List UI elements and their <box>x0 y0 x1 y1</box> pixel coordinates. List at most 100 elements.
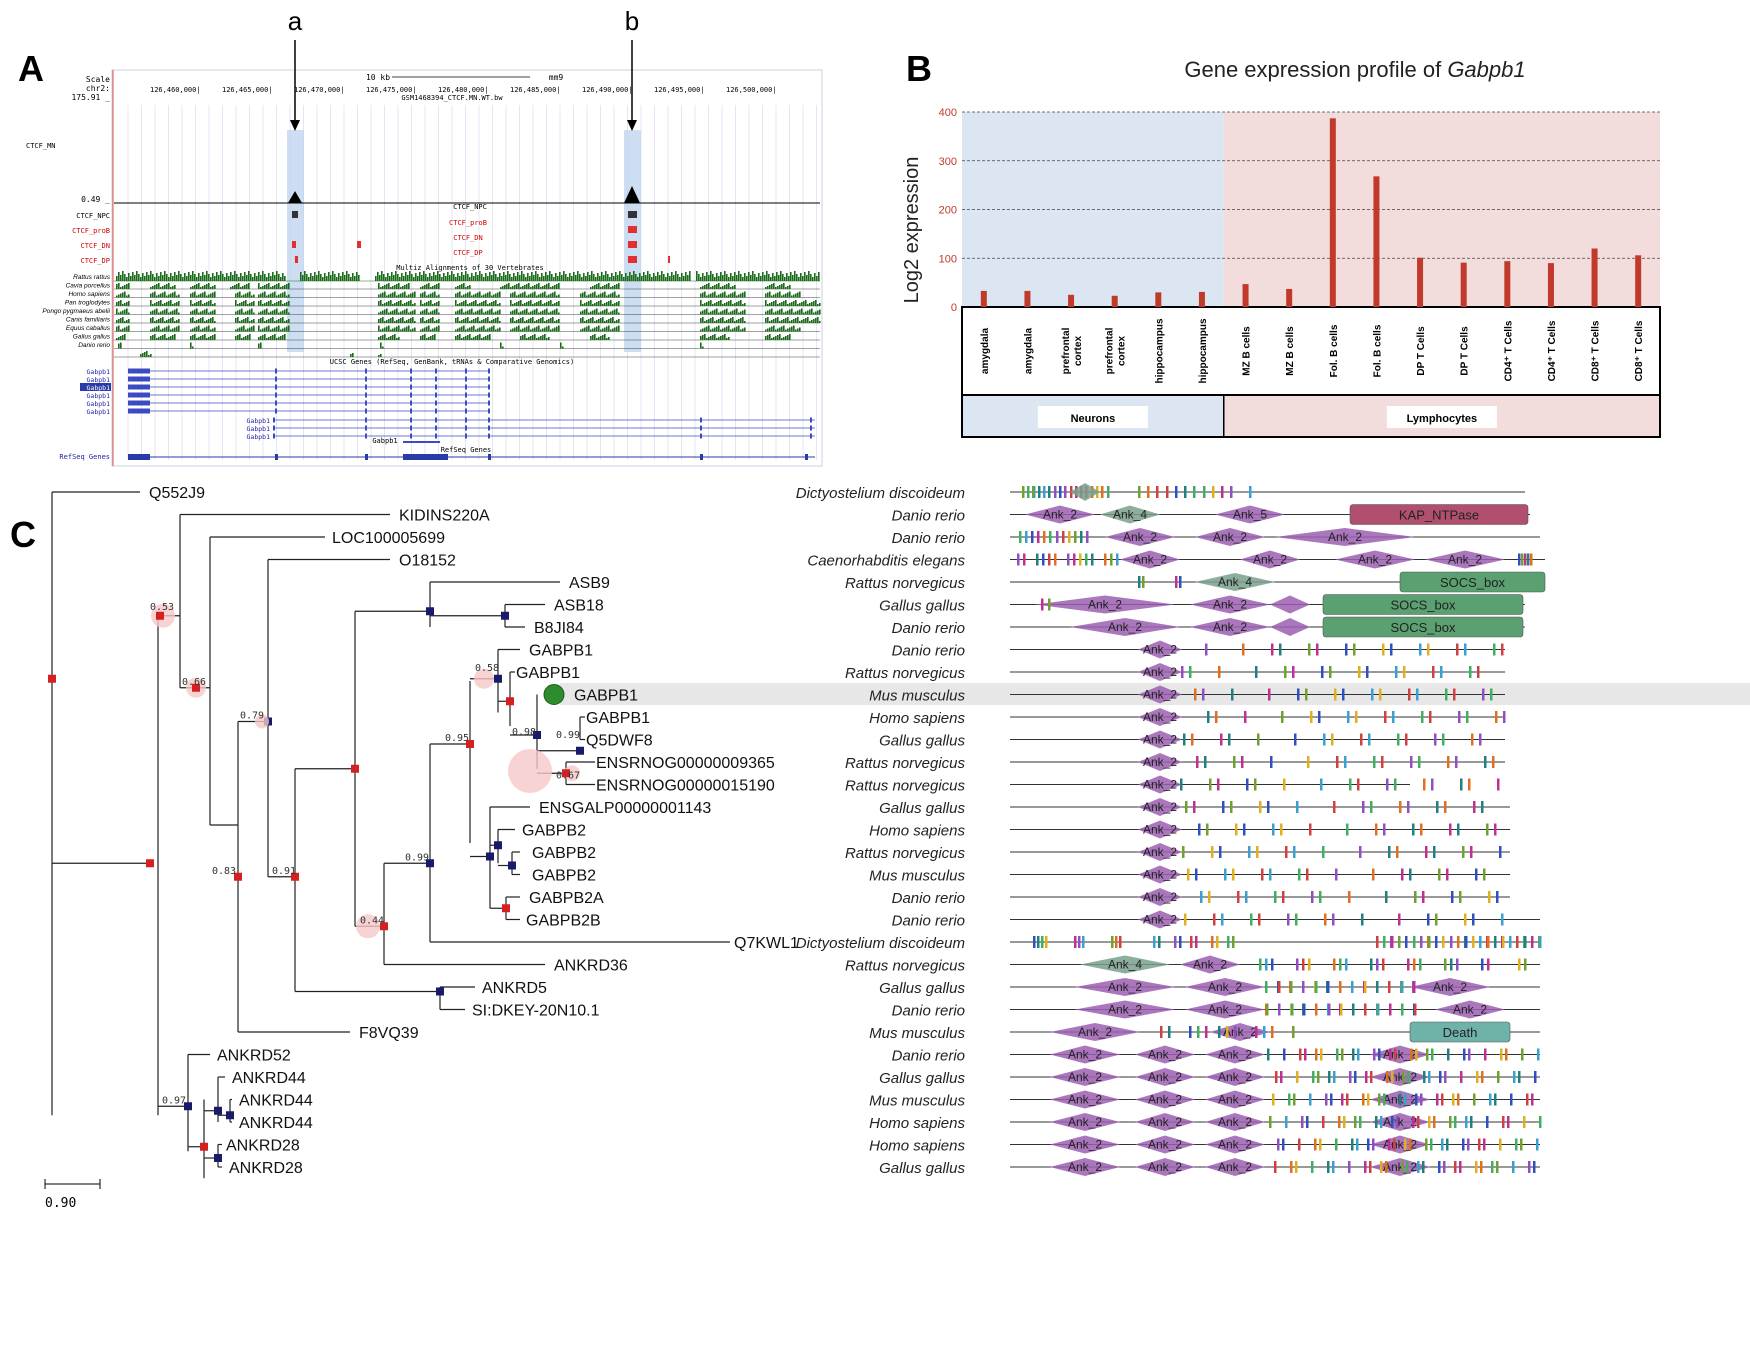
track-label: CTCF_proB <box>72 227 110 235</box>
motif-stripe <box>1226 1026 1229 1038</box>
motif-stripe <box>1246 778 1249 791</box>
motif-stripe <box>1513 1071 1516 1083</box>
motif-stripe <box>1432 666 1435 678</box>
category-box <box>1358 310 1395 392</box>
motif-stripe <box>1405 936 1408 948</box>
motif-stripe <box>1453 688 1456 701</box>
domain-label: Ank_2 <box>1143 688 1177 702</box>
motif-stripe <box>1402 1071 1405 1083</box>
motif-stripe <box>1283 1048 1286 1061</box>
motif-stripe <box>1526 1093 1529 1106</box>
bar <box>1286 288 1293 307</box>
motif-stripe <box>1475 1161 1478 1173</box>
motif-stripe <box>1392 711 1395 723</box>
motif-stripe <box>1284 666 1287 678</box>
tree-node <box>200 1142 208 1151</box>
domain-label: Ank_2 <box>1143 710 1177 724</box>
tree-node <box>501 611 509 620</box>
motif-stripe <box>1205 1026 1208 1038</box>
domain-label: Ank_2 <box>1108 980 1142 994</box>
tree-leaf-label: ANKRD52 <box>217 1048 291 1065</box>
motif-stripe <box>1354 1071 1357 1083</box>
motif-stripe <box>1539 936 1542 948</box>
motif-stripe <box>1294 733 1297 746</box>
motif-stripe <box>1274 891 1277 903</box>
motif-stripe <box>1323 733 1326 746</box>
motif-stripe <box>1319 1138 1322 1151</box>
motif-stripe <box>1241 756 1244 768</box>
motif-stripe <box>1352 1048 1355 1061</box>
motif-stripe <box>1327 1161 1330 1173</box>
category-label: CD4⁺ T Cells <box>1547 320 1558 381</box>
domain-box-label: SOCS_box <box>1390 598 1456 613</box>
motif-stripe <box>1391 936 1394 948</box>
ankyrin-domain <box>1138 865 1182 884</box>
motif-stripe <box>1471 733 1474 746</box>
motif-stripe <box>1347 711 1350 723</box>
motif-stripe <box>1334 688 1337 701</box>
motif-stripe <box>1232 936 1235 948</box>
genome-position-label: 126,470,000| <box>294 86 345 94</box>
ankyrin-domain <box>1270 618 1310 636</box>
tree-node <box>426 607 434 616</box>
motif-stripe <box>1298 868 1301 881</box>
group-label: Neurons <box>1071 413 1116 425</box>
ankyrin-domain <box>1205 1113 1265 1131</box>
species-label: Dictyostelium discoideum <box>796 485 965 502</box>
motif-stripe <box>1444 801 1447 813</box>
motif-stripe <box>1368 733 1371 746</box>
gene-row-label: Gabpb1 <box>87 408 111 416</box>
motif-stripe <box>1056 531 1059 543</box>
motif-stripe <box>1470 846 1473 858</box>
motif-stripe <box>1115 936 1118 948</box>
genome-position-label: 126,475,000| <box>366 86 417 94</box>
motif-stripe <box>1091 553 1094 566</box>
motif-stripe <box>1335 868 1338 881</box>
motif-stripe <box>1031 531 1034 543</box>
ankyrin-domain <box>1138 888 1182 906</box>
motif-stripe <box>1497 1071 1500 1083</box>
motif-stripe <box>1467 1138 1470 1151</box>
motif-stripe <box>1224 868 1227 881</box>
motif-stripe <box>1344 756 1347 768</box>
motif-stripe <box>1358 666 1361 678</box>
bar <box>1504 261 1511 307</box>
motif-stripe <box>1324 913 1327 926</box>
motif-stripe <box>1364 1003 1367 1016</box>
motif-stripe <box>1296 958 1299 971</box>
motif-stripe <box>1293 846 1296 858</box>
motif-stripe <box>1234 1026 1237 1038</box>
motif-stripe <box>1336 756 1339 768</box>
tree-leaf-label: O18152 <box>399 553 456 570</box>
motif-stripe <box>1179 576 1182 588</box>
motif-stripe <box>1333 958 1336 971</box>
motif-stripe <box>1459 891 1462 903</box>
ctcf-mn-label: CTCF_MN <box>26 142 56 150</box>
motif-stripe <box>1278 981 1281 993</box>
motif-stripe <box>1242 643 1245 656</box>
motif-stripe <box>1466 711 1469 723</box>
motif-stripe <box>1185 801 1188 813</box>
motif-stripe <box>1306 868 1309 881</box>
motif-stripe <box>1434 733 1437 746</box>
domain-label: Ank_4 <box>1113 508 1147 522</box>
motif-stripe <box>1427 643 1430 656</box>
motif-stripe <box>1445 688 1448 701</box>
motif-stripe <box>1428 1071 1431 1083</box>
motif-stripe <box>1456 958 1459 971</box>
marker-b: b <box>625 6 639 36</box>
ankyrin-domain <box>1070 483 1100 501</box>
support-bubble <box>474 668 494 689</box>
domain-label: Ank_2 <box>1148 1115 1182 1129</box>
motif-stripe <box>1396 1116 1399 1128</box>
domain-box <box>1409 1021 1511 1043</box>
motif-stripe <box>1364 1161 1367 1173</box>
motif-stripe <box>1211 846 1214 858</box>
motif-stripe <box>1481 801 1484 813</box>
motif-stripe <box>1319 891 1322 903</box>
motif-stripe <box>1483 1138 1486 1151</box>
motif-stripe <box>1384 711 1387 723</box>
motif-stripe <box>1295 1161 1298 1173</box>
motif-stripe <box>1518 553 1521 566</box>
bar <box>1068 294 1075 307</box>
